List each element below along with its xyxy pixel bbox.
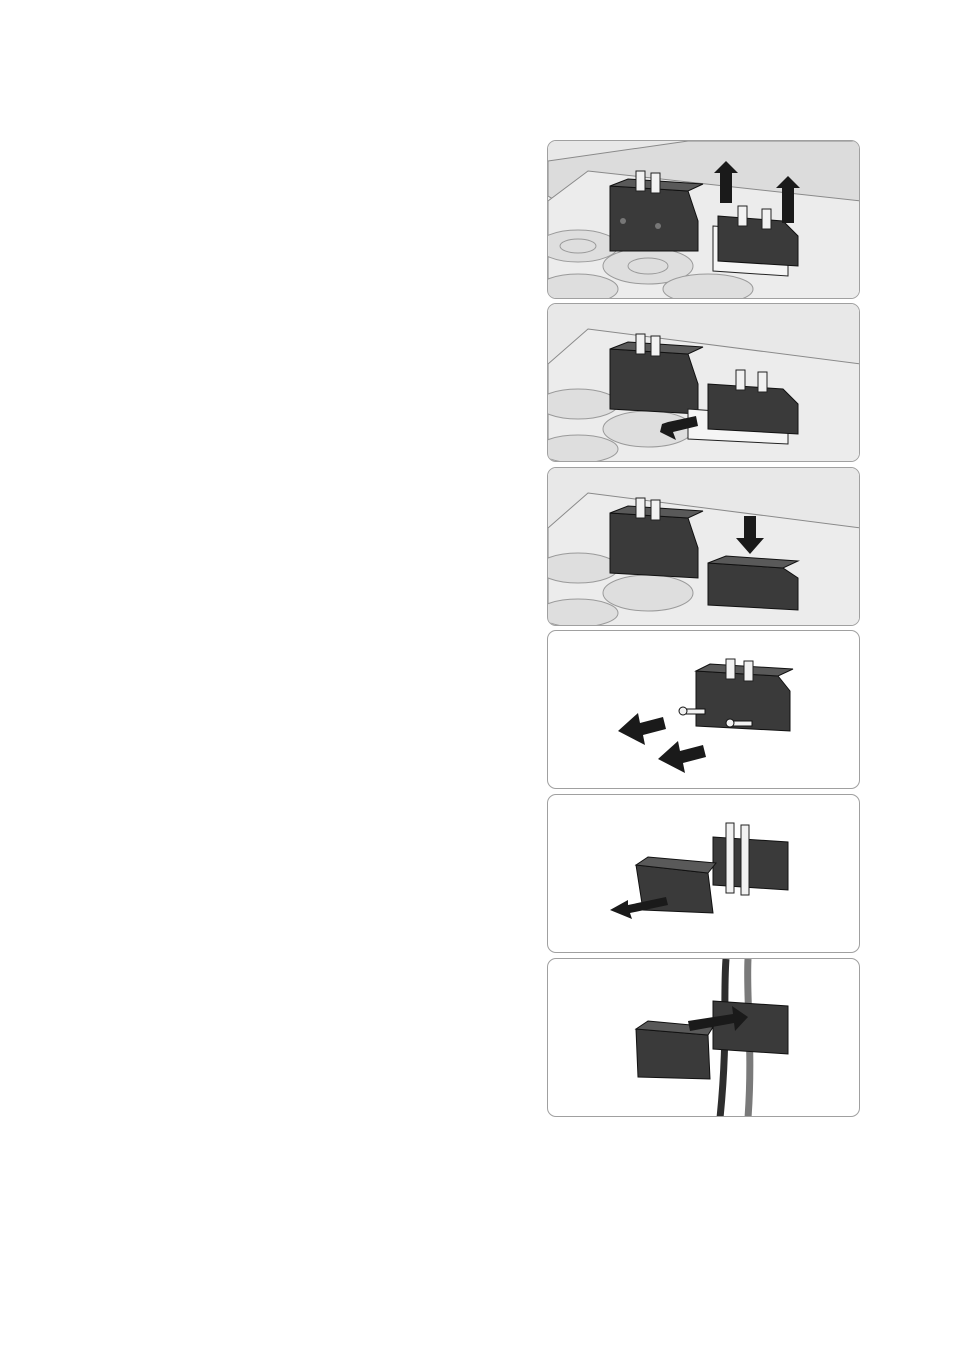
switch-left: [609, 333, 704, 415]
screw-icon: [678, 706, 753, 728]
step-6-illustration: [547, 958, 860, 1117]
switch-body-left: [634, 1020, 714, 1080]
switch-right: [712, 205, 799, 277]
step-2-illustration: [547, 303, 860, 462]
switch-body-right: [712, 822, 789, 896]
switch-left: [609, 497, 704, 579]
switch-right: [687, 369, 799, 445]
switch-holder: [712, 1000, 789, 1055]
arrow-down-left-icon: [660, 416, 698, 440]
arrow-down-icon: [736, 516, 764, 554]
arrow-right-icon: [688, 1006, 748, 1031]
arrow-up-icon: [714, 161, 800, 223]
step-1-illustration: [547, 140, 860, 299]
switch-unit: [694, 658, 794, 732]
arrow-left-icon: [618, 713, 706, 773]
step-3-illustration: [547, 467, 860, 626]
step-4-illustration: [547, 630, 860, 789]
switch-left: [609, 170, 704, 252]
arrow-left-icon: [610, 897, 668, 919]
step-5-illustration: [547, 794, 860, 953]
switch-right: [707, 555, 800, 611]
